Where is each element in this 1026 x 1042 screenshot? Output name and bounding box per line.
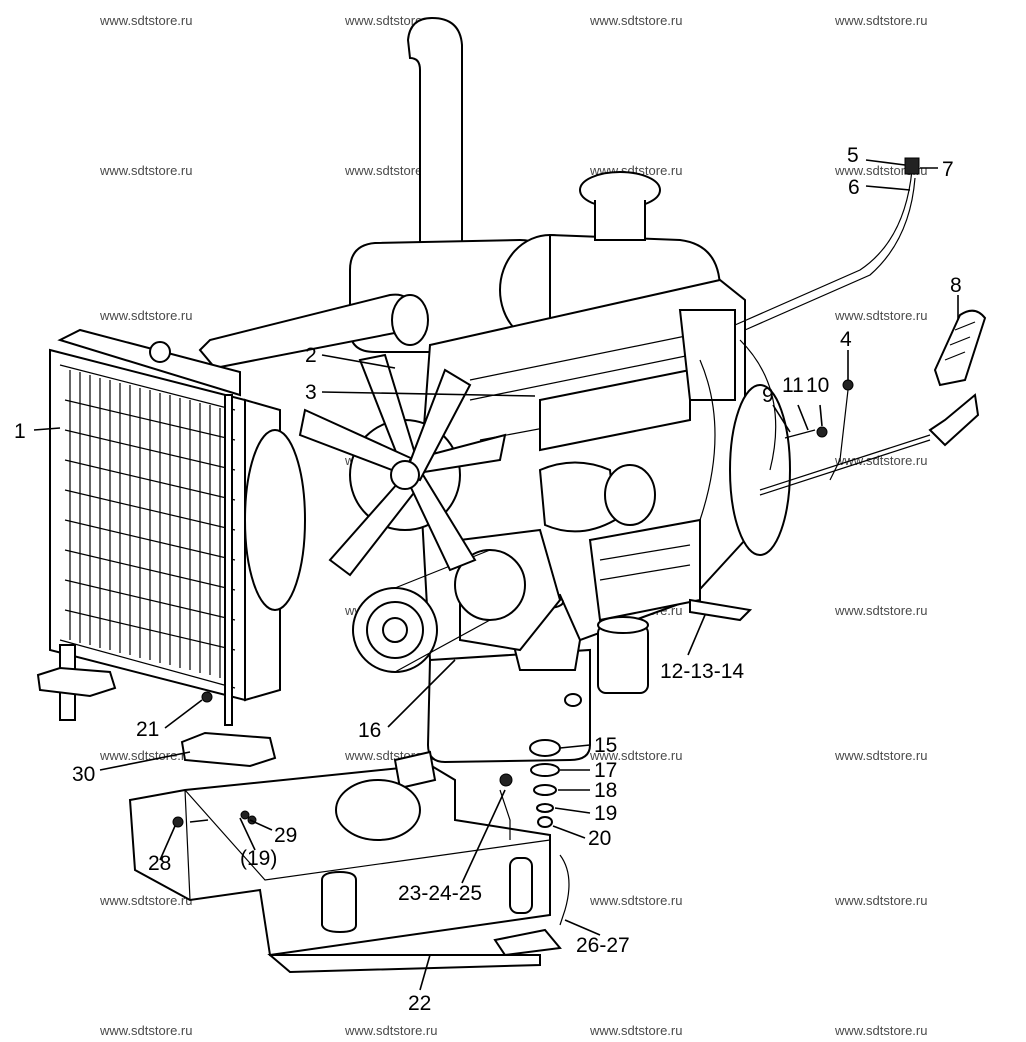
callout-labels: 1 2 3 4 5 6 7 8 9 11 10 12-13-14 15 16 1…	[14, 144, 962, 1015]
callout-30: 30	[72, 763, 95, 786]
watermark: www.sdtstore.ru	[344, 163, 437, 178]
callout-16: 16	[358, 719, 381, 742]
callout-23-24-25: 23-24-25	[398, 882, 482, 905]
callout-18: 18	[594, 779, 617, 802]
watermark: www.sdtstore.ru	[589, 748, 682, 763]
watermark: www.sdtstore.ru	[834, 308, 927, 323]
callout-19-ref: (19)	[240, 847, 277, 870]
callout-3: 3	[305, 381, 317, 404]
callout-11: 11	[782, 374, 804, 397]
callout-8: 8	[950, 274, 962, 297]
callout-9: 9	[762, 384, 774, 407]
callout-7: 7	[942, 158, 954, 181]
watermark: www.sdtstore.ru	[99, 308, 192, 323]
watermark: www.sdtstore.ru	[834, 893, 927, 908]
cooling-fan	[298, 353, 507, 577]
exhaust-assembly	[198, 16, 546, 370]
callout-5: 5	[847, 144, 859, 167]
watermark: www.sdtstore.ru	[834, 453, 927, 468]
radiator	[49, 328, 306, 726]
callout-21: 21	[136, 718, 159, 741]
watermark: www.sdtstore.ru	[834, 603, 927, 618]
watermark: www.sdtstore.ru	[589, 1023, 682, 1038]
watermark: www.sdtstore.ru	[834, 13, 927, 28]
callout-1: 1	[14, 420, 26, 443]
callout-29: 29	[274, 824, 297, 847]
watermark: www.sdtstore.ru	[99, 1023, 192, 1038]
radiator-mount-blocks	[36, 666, 277, 768]
callout-26-27: 26-27	[576, 934, 630, 957]
callout-22: 22	[408, 992, 431, 1015]
callout-28: 28	[148, 852, 171, 875]
front-cover	[352, 528, 562, 673]
fuel-tank	[128, 750, 570, 974]
leader-lines	[33, 159, 959, 991]
watermark: www.sdtstore.ru	[589, 893, 682, 908]
mount-hardware-stack	[529, 739, 561, 828]
watermark: www.sdtstore.ru	[834, 748, 927, 763]
radiator-core	[64, 370, 236, 680]
watermark: www.sdtstore.ru	[99, 748, 192, 763]
callout-19: 19	[594, 802, 617, 825]
callout-6: 6	[848, 176, 860, 199]
watermark: www.sdtstore.ru	[834, 163, 927, 178]
callout-20: 20	[588, 827, 611, 850]
callout-15: 15	[594, 734, 617, 757]
throttle-linkage	[734, 157, 987, 496]
watermark: www.sdtstore.ru	[834, 1023, 927, 1038]
watermark: www.sdtstore.ru	[99, 163, 192, 178]
watermark: www.sdtstore.ru	[99, 893, 192, 908]
callout-10: 10	[806, 374, 829, 397]
watermark: www.sdtstore.ru	[589, 13, 682, 28]
watermark: www.sdtstore.ru	[344, 1023, 437, 1038]
callout-12-13-14: 12-13-14	[660, 660, 744, 683]
callout-2: 2	[305, 344, 317, 367]
callout-4: 4	[840, 328, 852, 351]
watermark: www.sdtstore.ru	[99, 13, 192, 28]
callout-17: 17	[594, 759, 617, 782]
